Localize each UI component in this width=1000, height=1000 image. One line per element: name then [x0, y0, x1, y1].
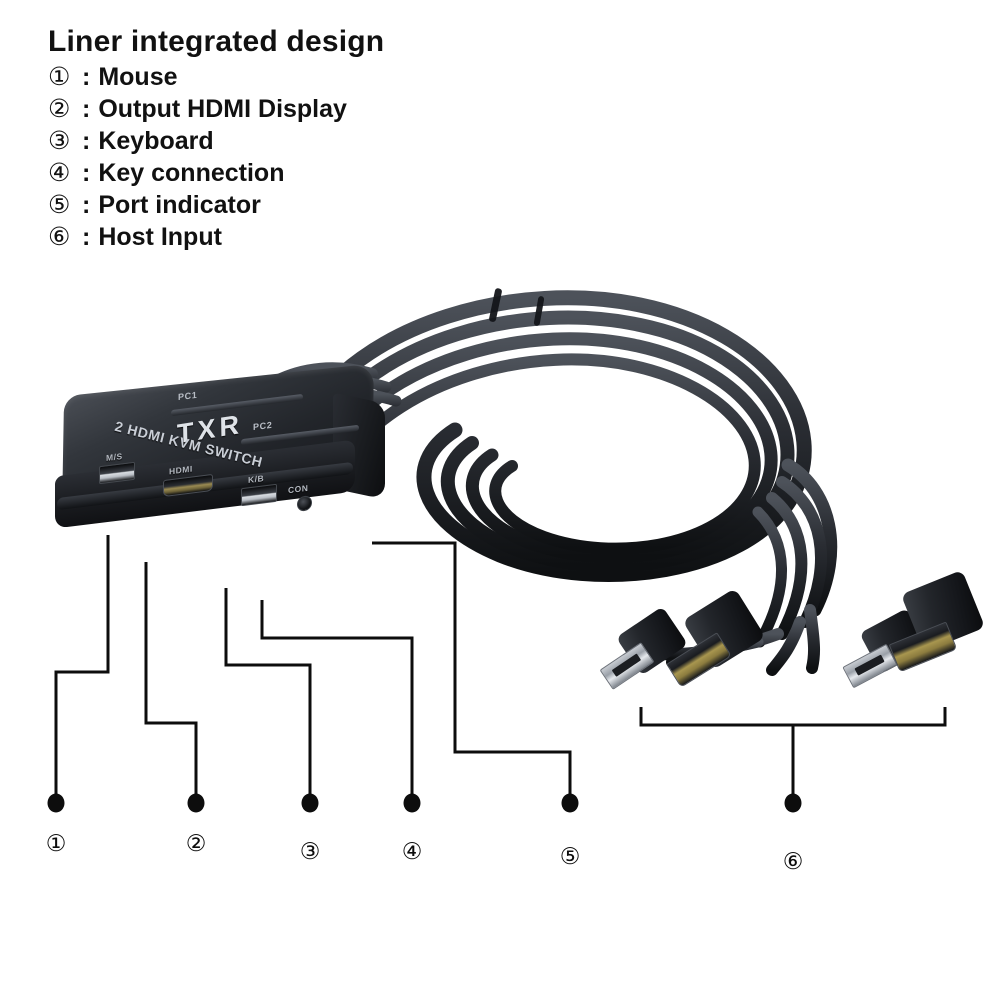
callout-dot-6 [784, 793, 802, 813]
legend-label-output-hdmi-display: Output HDMI Display [98, 94, 347, 123]
callout-number-2: ② [185, 830, 207, 856]
callout-number-4: ④ [401, 838, 423, 864]
callout-dot-5 [561, 793, 579, 813]
connector-hdmi-1 [665, 587, 766, 700]
legend-item-5: ⑤ : Port indicator [48, 190, 518, 219]
legend-item-3: ③ : Keyboard [48, 126, 518, 155]
legend-number-2: ② [48, 94, 71, 123]
legend-number-3: ③ [48, 126, 71, 155]
legend-label-mouse: Mouse [98, 62, 178, 91]
page-title: Liner integrated design [48, 25, 385, 58]
callout-dot-4 [403, 793, 421, 813]
legend-label-host-input: Host Input [98, 222, 222, 251]
port-label-ms: M/S [106, 450, 123, 464]
legend-item-6: ⑥ : Host Input [48, 222, 518, 251]
callout-dot-2 [187, 793, 205, 813]
legend: Liner integrated design ① : Mouse ② : Ou… [48, 26, 518, 250]
port-label-kb: K/B [248, 473, 265, 485]
legend-number-1: ① [48, 62, 71, 91]
legend-item-4: ④ : Key connection [48, 158, 518, 187]
legend-separator: : [82, 158, 91, 187]
legend-separator: : [82, 94, 91, 123]
legend-label-key-connection: Key connection [98, 158, 285, 187]
legend-number-4: ④ [48, 158, 71, 187]
legend-separator: : [82, 222, 91, 251]
legend-item-1: ① : Mouse [48, 62, 518, 91]
connector-hdmi-2 [888, 569, 995, 685]
callout-dot-3 [301, 793, 319, 813]
legend-number-5: ⑤ [48, 190, 71, 219]
legend-separator: : [82, 190, 91, 219]
callout-dot-1 [47, 793, 65, 813]
legend-label-keyboard: Keyboard [98, 126, 214, 155]
callout-number-6: ⑥ [782, 848, 804, 874]
callout-number-3: ③ [299, 838, 321, 864]
legend-separator: : [82, 126, 91, 155]
usb-port-keyboard [241, 483, 277, 507]
kvm-switch-device: PC1 PC2 TXR 2 HDMI KVM SWITCH M/S HDMI K… [45, 363, 390, 540]
callout-number-5: ⑤ [559, 843, 581, 869]
legend-item-2: ② : Output HDMI Display [48, 94, 518, 123]
legend-label-port-indicator: Port indicator [98, 190, 261, 219]
legend-separator: : [82, 62, 91, 91]
callout-number-1: ① [45, 830, 67, 856]
key-connection-jack [297, 495, 312, 512]
legend-number-6: ⑥ [48, 222, 71, 251]
product-photo: PC1 PC2 TXR 2 HDMI KVM SWITCH M/S HDMI K… [0, 250, 1000, 720]
